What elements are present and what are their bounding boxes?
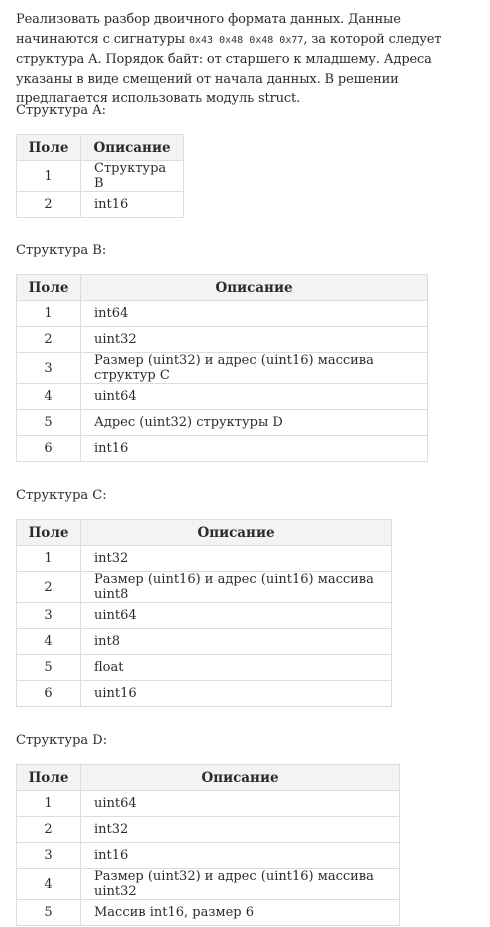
table-row: 2 uint32 (16, 326, 428, 353)
field-number: 6 (16, 435, 81, 462)
field-description: Адрес (uint32) структуры D (80, 409, 428, 436)
field-number: 4 (16, 868, 81, 900)
field-number: 4 (16, 628, 81, 655)
field-number: 3 (16, 602, 81, 629)
table-row: 5 Массив int16, размер 6 (16, 899, 400, 926)
field-number: 5 (16, 654, 81, 681)
table-row: 3 int16 (16, 842, 400, 869)
field-description: int8 (80, 628, 392, 655)
field-description: Размер (uint32) и адрес (uint16) массива… (80, 868, 400, 900)
column-header-description: Описание (80, 764, 400, 791)
signature-code: 0x43 0x48 0x48 0x77 (189, 34, 304, 46)
field-description: int16 (80, 191, 184, 218)
table-header-row: Поле Описание (16, 764, 400, 791)
structure-a-heading: Структура A: (16, 103, 107, 118)
intro-text-2: , за которой следует структура A. Порядо… (16, 31, 442, 107)
table-row: 1 int64 (16, 300, 428, 327)
intro-text-1: Реализовать разбор двоичного формата дан… (16, 12, 401, 47)
column-header-field: Поле (16, 134, 81, 161)
field-number: 6 (16, 680, 81, 707)
table-row: 2 int32 (16, 816, 400, 843)
field-number: 1 (16, 160, 81, 192)
field-number: 1 (16, 545, 81, 572)
field-description: int64 (80, 300, 428, 327)
table-row: 1 Структура B (16, 160, 184, 192)
column-header-field: Поле (16, 274, 81, 301)
structure-b-heading: Структура B: (16, 243, 107, 258)
field-number: 3 (16, 842, 81, 869)
field-number: 2 (16, 191, 81, 218)
field-description: uint64 (80, 602, 392, 629)
table-header-row: Поле Описание (16, 274, 428, 301)
table-row: 3 Размер (uint32) и адрес (uint16) масси… (16, 352, 428, 384)
table-row: 2 int16 (16, 191, 184, 218)
table-row: 4 uint64 (16, 383, 428, 410)
table-row: 3 uint64 (16, 602, 392, 629)
field-number: 5 (16, 409, 81, 436)
field-number: 2 (16, 571, 81, 603)
field-description: Размер (uint16) и адрес (uint16) массива… (80, 571, 392, 603)
column-header-field: Поле (16, 764, 81, 791)
field-description: Массив int16, размер 6 (80, 899, 400, 926)
field-number: 2 (16, 816, 81, 843)
field-number: 1 (16, 790, 81, 817)
field-description: float (80, 654, 392, 681)
column-header-description: Описание (80, 274, 428, 301)
field-number: 5 (16, 899, 81, 926)
table-header-row: Поле Описание (16, 134, 184, 161)
field-description: uint16 (80, 680, 392, 707)
field-number: 2 (16, 326, 81, 353)
structure-b-table: Поле Описание 1 int64 2 uint32 3 Размер … (16, 274, 428, 462)
field-description: int32 (80, 816, 400, 843)
table-row: 5 float (16, 654, 392, 681)
table-row: 4 int8 (16, 628, 392, 655)
column-header-description: Описание (80, 519, 392, 546)
field-number: 1 (16, 300, 81, 327)
field-description: int16 (80, 842, 400, 869)
structure-d-heading: Структура D: (16, 733, 108, 748)
structure-a-table: Поле Описание 1 Структура B 2 int16 (16, 134, 184, 218)
field-description: uint64 (80, 383, 428, 410)
structure-c-heading: Структура C: (16, 488, 107, 503)
structure-d-table: Поле Описание 1 uint64 2 int32 3 int16 4… (16, 764, 400, 926)
field-description: Размер (uint32) и адрес (uint16) массива… (80, 352, 428, 384)
field-description: uint32 (80, 326, 428, 353)
task-description: Реализовать разбор двоичного формата дан… (16, 10, 486, 109)
field-description: uint64 (80, 790, 400, 817)
field-description: int32 (80, 545, 392, 572)
table-row: 1 int32 (16, 545, 392, 572)
table-row: 1 uint64 (16, 790, 400, 817)
table-header-row: Поле Описание (16, 519, 392, 546)
column-header-description: Описание (80, 134, 184, 161)
field-number: 3 (16, 352, 81, 384)
column-header-field: Поле (16, 519, 81, 546)
field-description: int16 (80, 435, 428, 462)
table-row: 5 Адрес (uint32) структуры D (16, 409, 428, 436)
table-row: 4 Размер (uint32) и адрес (uint16) масси… (16, 868, 400, 900)
table-row: 2 Размер (uint16) и адрес (uint16) масси… (16, 571, 392, 603)
table-row: 6 uint16 (16, 680, 392, 707)
field-description: Структура B (80, 160, 184, 192)
field-number: 4 (16, 383, 81, 410)
table-row: 6 int16 (16, 435, 428, 462)
structure-c-table: Поле Описание 1 int32 2 Размер (uint16) … (16, 519, 392, 707)
